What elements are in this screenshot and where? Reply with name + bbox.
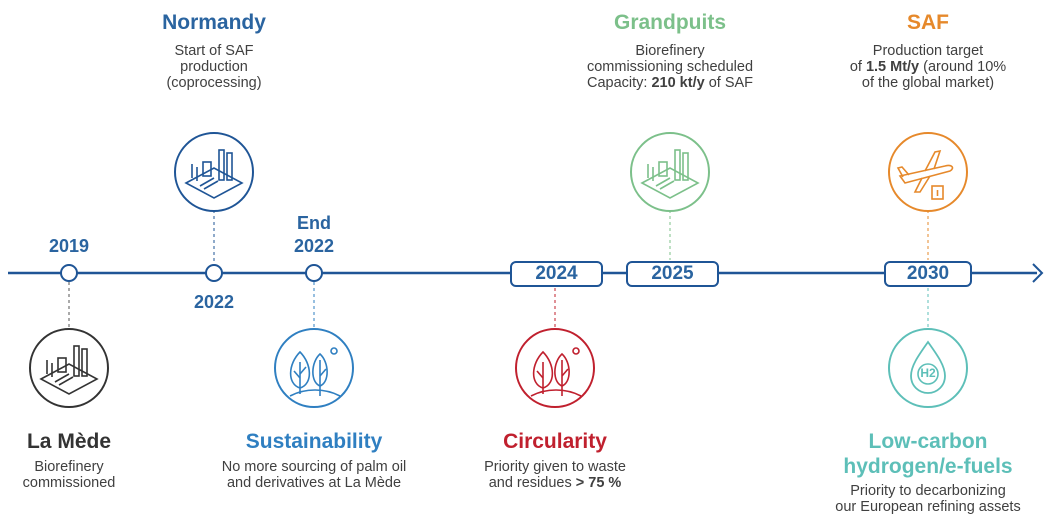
sustainability-title: Sustainability [245, 430, 383, 453]
saf-title: SAF [907, 11, 949, 34]
year-label-end-2022-line1: End [297, 213, 331, 233]
lamede-title: La Mède [26, 430, 112, 453]
grandpuits-title: Grandpuits [613, 11, 727, 34]
year-box-2025: 2025 [626, 261, 719, 287]
saf-airplane-fuel-icon [888, 132, 968, 212]
lowcarbon-title-line1: Low-carbon [868, 430, 988, 453]
grandpuits-capacity: 210 kt/y [651, 75, 705, 91]
lowcarbon-desc-line2: our European refining assets [835, 499, 1021, 515]
sustainability-desc-line2: and derivatives at La Mède [226, 475, 402, 491]
saf-desc-line3: of the global market) [861, 75, 995, 91]
node-end-2022 [305, 264, 323, 282]
lamede-refinery-icon [29, 328, 109, 408]
circularity-share: > 75 % [575, 475, 622, 491]
sustainability-trees-icon [274, 328, 354, 408]
timeline-arrow-icon [1032, 263, 1044, 283]
circularity-title: Circularity [503, 430, 607, 453]
circularity-desc-line1: Priority given to waste [484, 459, 626, 475]
year-box-2030: 2030 [884, 261, 972, 287]
lamede-desc-line1: Biorefinery [34, 459, 104, 475]
lowcarbon-desc-line1: Priority to decarbonizing [850, 483, 1006, 499]
grandpuits-desc-line2: commissioning scheduled [586, 59, 754, 75]
circularity-desc-line2: and residues > 75 % [488, 475, 622, 491]
normandy-desc-line2: production [180, 59, 248, 75]
node-2022 [205, 264, 223, 282]
year-label-2022: 2022 [193, 292, 235, 312]
saf-desc-line1: Production target [872, 43, 984, 59]
grandpuits-refinery-icon [630, 132, 710, 212]
year-box-2024: 2024 [510, 261, 603, 287]
normandy-desc-line1: Start of SAF [174, 43, 254, 59]
saf-target-value: 1.5 Mt/y [865, 59, 920, 75]
year-label-end-2022-line2: 2022 [293, 236, 335, 256]
grandpuits-desc-line3: Capacity: 210 kt/y of SAF [586, 75, 754, 91]
grandpuits-desc-line1: Biorefinery [635, 43, 705, 59]
hydrogen-icon-label: H2 [920, 366, 936, 380]
node-2019 [60, 264, 78, 282]
year-label-2019: 2019 [48, 236, 90, 256]
normandy-title: Normandy [162, 11, 266, 34]
lamede-desc-line2: commissioned [22, 475, 116, 491]
circularity-trees-icon [515, 328, 595, 408]
lowcarbon-title-line2: hydrogen/e-fuels [843, 455, 1013, 478]
sustainability-desc-line1: No more sourcing of palm oil [221, 459, 407, 475]
saf-desc-line2: of 1.5 Mt/y (around 10% [849, 59, 1007, 75]
normandy-refinery-icon [174, 132, 254, 212]
normandy-desc-line3: (coprocessing) [166, 75, 262, 91]
lowcarbon-hydrogen-drop-icon [888, 328, 968, 408]
